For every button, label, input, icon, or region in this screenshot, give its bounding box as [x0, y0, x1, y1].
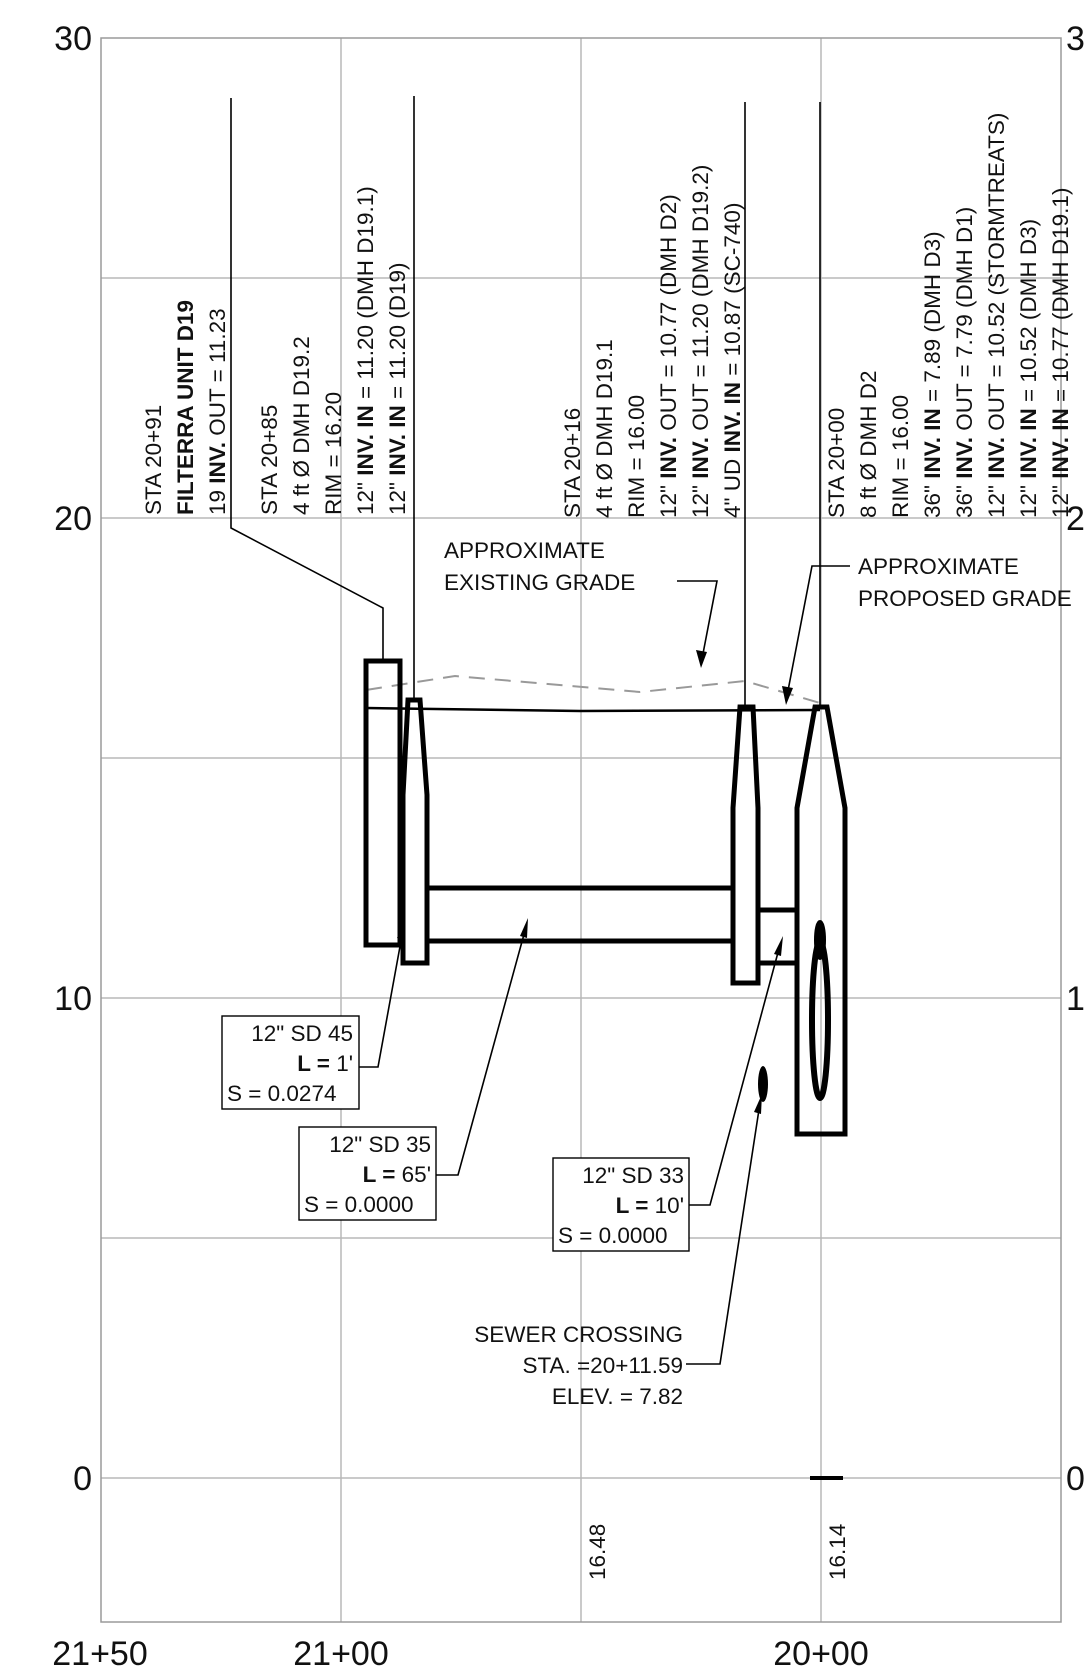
manhole-d19-2 [400, 697, 430, 966]
y-axis-left: 30 20 10 0 [54, 20, 92, 1498]
label-sta-20-16-line: 4 ft Ø DMH D19.1 [592, 339, 617, 518]
label-sta-20-85-line: 4 ft Ø DMH D19.2 [289, 336, 314, 515]
callout-sd45: 12" SD 45 L = 1' S = 0.0274 [221, 920, 405, 1110]
y-tick-label: 20 [54, 500, 92, 538]
sewer-crossing-line: SEWER CROSSING [474, 1322, 683, 1347]
pipe-length: L = 10' [616, 1193, 684, 1218]
label-sta-20-85-line: 12" INV. IN = 11.20 (D19) [385, 262, 410, 515]
x-axis: 21+50 21+00 20+00 [52, 1635, 869, 1672]
label-sta-20-16-line: RIM = 16.00 [624, 395, 649, 518]
x-tick-label: 21+00 [293, 1635, 389, 1672]
arrowhead [696, 650, 707, 668]
label-sta-20-16-line: 4" UD INV. IN = 10.87 (SC-740) [720, 203, 745, 518]
y-tick-label: 0 [73, 1460, 92, 1498]
arrowhead [397, 920, 405, 940]
label-sta-20-16-line: 12" INV. OUT = 10.77 (DMH D2) [656, 194, 681, 518]
manhole-d2 [794, 704, 848, 1137]
pipe-36in-top [814, 920, 826, 960]
callout-sd33: 12" SD 33 L = 10' S = 0.0000 [552, 936, 783, 1252]
y-tick-label: 10 [54, 980, 92, 1018]
label-sta-20-00-line: STA 20+00 [824, 408, 849, 518]
label-sta-20-00-line: 12" INV. OUT = 10.52 (STORMTREATS) [984, 113, 1009, 518]
x-tick-label: 20+00 [773, 1635, 869, 1672]
pipe-sd35 [427, 885, 731, 944]
existing-grade-label-line: APPROXIMATE [444, 538, 605, 563]
label-sta-20-16-line: STA 20+16 [560, 408, 585, 518]
label-sta-20-91-line: STA 20+91 [141, 405, 166, 515]
proposed-grade-label: APPROXIMATE PROPOSED GRADE [782, 554, 1072, 705]
filterra-unit-d19 [363, 658, 403, 948]
grid [100, 37, 1062, 1623]
pipe-length: L = 65' [363, 1162, 431, 1187]
pipe-sd33 [758, 907, 797, 966]
label-sta-20-00-line: 8 ft Ø DMH D2 [856, 370, 881, 518]
pipe-size: 12" SD 45 [251, 1021, 353, 1046]
pipe-36in-section [809, 939, 831, 1101]
elevation-value: 16.14 [825, 1524, 850, 1580]
bottom-elevation-values: 16.48 16.14 [585, 1524, 850, 1580]
pipe-length: L = 1' [297, 1051, 353, 1076]
pipe-slope: S = 0.0000 [304, 1192, 413, 1217]
y-tick-label-right: 1 [1066, 980, 1085, 1018]
label-sta-20-91-line: 19 INV. OUT = 11.23 [205, 308, 230, 515]
pipe-size: 12" SD 33 [582, 1163, 684, 1188]
y-axis-right: 3 2 1 0 [1066, 20, 1085, 1498]
label-sta-20-00-line: 36" INV. IN = 7.89 (DMH D3) [920, 231, 945, 518]
proposed-grade-label-line: PROPOSED GRADE [858, 586, 1072, 611]
label-sta-20-00-line: 12" INV. IN = 10.77 (DMH D19.1) [1048, 188, 1073, 518]
pipe-slope: S = 0.0274 [227, 1081, 336, 1106]
callout-sd35: 12" SD 35 L = 65' S = 0.0000 [298, 918, 528, 1221]
arrowhead [782, 686, 793, 705]
manhole-d19-1 [730, 704, 761, 986]
label-sta-20-85-line: 12" INV. IN = 11.20 (DMH D19.1) [353, 186, 378, 515]
arrowhead [520, 918, 528, 938]
label-sta-20-00-line: 12" INV. IN = 10.52 (DMH D3) [1016, 219, 1041, 518]
plot-frame [100, 37, 1062, 1623]
arrowhead [774, 936, 783, 956]
elevation-value: 16.48 [585, 1524, 610, 1580]
existing-grade-label: APPROXIMATE EXISTING GRADE [444, 538, 718, 668]
y-tick-label-right: 3 [1066, 20, 1085, 58]
y-tick-label: 30 [54, 20, 92, 58]
sewer-crossing-marker [758, 1066, 768, 1102]
sewer-crossing-line: ELEV. = 7.82 [552, 1384, 683, 1409]
existing-grade-line [365, 674, 821, 704]
existing-grade-label-line: EXISTING GRADE [444, 570, 635, 595]
label-sta-20-00-line: RIM = 16.00 [888, 395, 913, 518]
y-tick-label-right: 2 [1066, 500, 1085, 538]
y-tick-label-right: 0 [1066, 1460, 1085, 1498]
sewer-crossing-label: SEWER CROSSING STA. =20+11.59 ELEV. = 7.… [474, 1094, 762, 1409]
pipe-slope: S = 0.0000 [558, 1223, 667, 1248]
structure-leaders [230, 96, 821, 707]
label-sta-20-16-line: 12" INV. OUT = 11.20 (DMH D19.2) [688, 165, 713, 518]
label-sta-20-00-line: 36" INV. OUT = 7.79 (DMH D1) [952, 207, 977, 518]
label-sta-20-91-line: FILTERRA UNIT D19 [173, 300, 198, 515]
proposed-grade-label-line: APPROXIMATE [858, 554, 1019, 579]
pipe-size: 12" SD 35 [329, 1132, 431, 1157]
arrowhead [754, 1094, 762, 1114]
label-sta-20-85-line: STA 20+85 [257, 405, 282, 515]
label-sta-20-85-line: RIM = 16.20 [321, 392, 346, 515]
sewer-crossing-line: STA. =20+11.59 [522, 1353, 683, 1378]
x-tick-label: 21+50 [52, 1635, 148, 1672]
